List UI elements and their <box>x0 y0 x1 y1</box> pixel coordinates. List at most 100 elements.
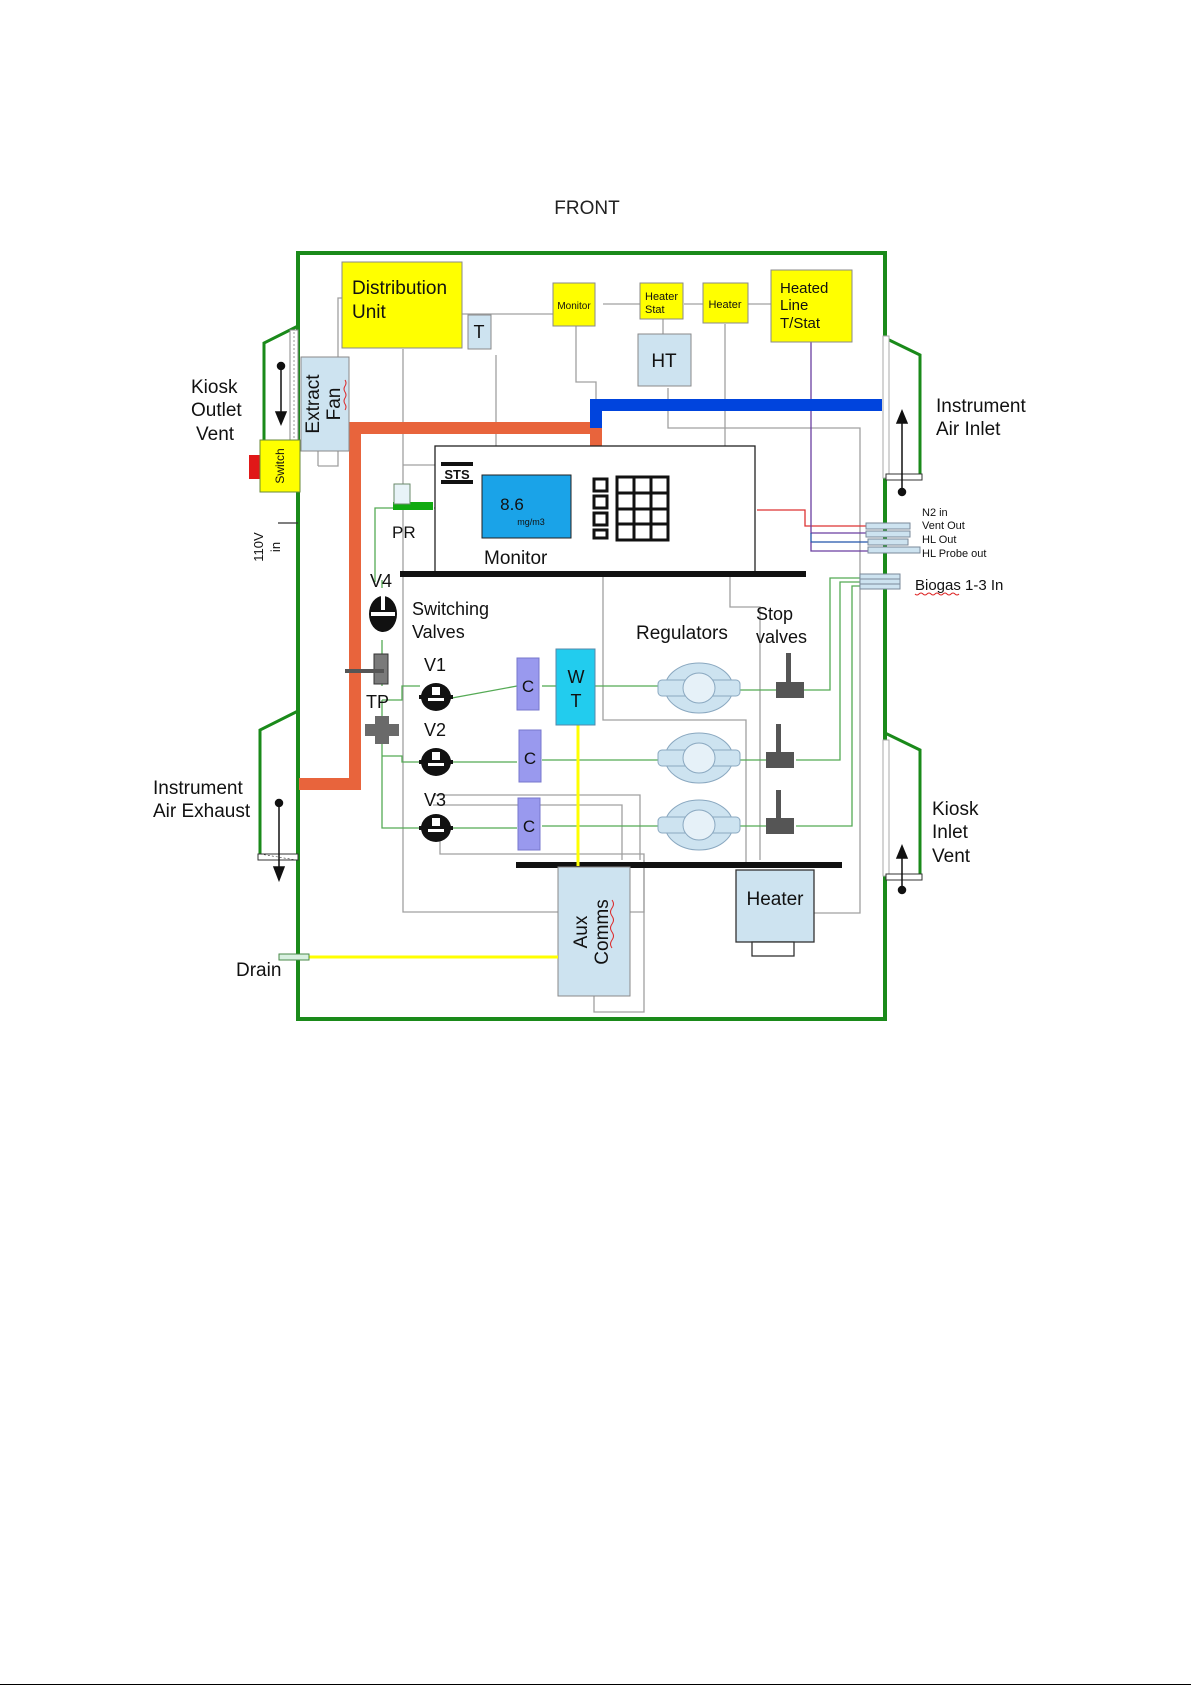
svg-text:Kiosk: Kiosk <box>191 377 238 398</box>
regulator-1 <box>657 662 741 714</box>
svg-text:HT: HT <box>651 351 677 372</box>
svg-text:Vent: Vent <box>932 846 971 867</box>
stop-valve-1 <box>776 653 804 698</box>
svg-text:Stop: Stop <box>756 604 793 624</box>
instrument-air-inlet-label: Instrument Air Inlet <box>936 396 1026 440</box>
svg-text:Unit: Unit <box>352 302 387 323</box>
monitor-display <box>481 474 572 539</box>
valve-v4 <box>369 594 397 632</box>
instrument-air-exhaust-label: Instrument Air Exhaust <box>153 778 251 822</box>
monitor-unit: mg/m3 <box>517 517 545 527</box>
port-label-vent-out: Vent Out <box>922 520 965 532</box>
svg-text:Monitor: Monitor <box>557 301 591 312</box>
aux-comms-box: Aux Comms <box>557 866 631 997</box>
biogas-in-label: Biogas 1-3 In <box>915 577 1003 594</box>
airflow-arrows <box>272 361 909 895</box>
monitor-relay-box: Monitor <box>552 282 596 327</box>
t-box: T <box>467 314 492 350</box>
svg-text:Comms: Comms <box>592 899 613 964</box>
v2-label: V2 <box>424 720 446 740</box>
valve-v2 <box>419 748 453 776</box>
regulators-label: Regulators <box>636 623 728 644</box>
condenser-2: C <box>518 729 542 783</box>
v4-label: V4 <box>370 571 392 591</box>
svg-text:T: T <box>571 691 582 711</box>
svg-text:Instrument: Instrument <box>153 778 243 799</box>
svg-text:Extract: Extract <box>303 374 324 434</box>
svg-text:STS: STS <box>444 467 470 482</box>
svg-text:Line: Line <box>780 297 808 314</box>
svg-text:C: C <box>524 749 536 768</box>
svg-text:Switch: Switch <box>273 448 287 483</box>
tp-label: TP <box>366 692 389 712</box>
instrument-air-pipe-red <box>299 422 602 790</box>
svg-text:PR: PR <box>392 523 416 542</box>
power-in-label: 110V in <box>251 532 283 562</box>
svg-text:Air Exhaust: Air Exhaust <box>153 801 251 822</box>
kiosk-inlet-vent-label: Kiosk Inlet Vent <box>932 799 979 867</box>
v1-label: V1 <box>424 655 446 675</box>
svg-text:Stat: Stat <box>645 304 665 316</box>
svg-text:Heater: Heater <box>645 291 678 303</box>
heater-stat-box: Heater Stat <box>639 282 684 320</box>
tp-tee <box>365 716 399 744</box>
valve-v1 <box>419 683 453 711</box>
test-point-connector <box>345 653 389 685</box>
condenser-3: C <box>517 797 541 851</box>
svg-text:110V: 110V <box>251 532 266 562</box>
condenser-1: C <box>516 657 540 711</box>
port-label-n2-in: N2 in <box>922 507 948 519</box>
sts-logo: STS <box>441 462 473 484</box>
drain-fitting <box>278 953 310 961</box>
ht-box: HT <box>637 333 692 387</box>
port-connectors <box>859 522 921 590</box>
svg-text:Distribution: Distribution <box>352 278 447 299</box>
port-lines <box>757 340 868 552</box>
stop-valve-3 <box>766 790 794 834</box>
switch-box: Switch <box>259 439 301 493</box>
instrument-air-exhaust-hood <box>257 709 299 861</box>
pressure-relief-pr: PR <box>392 483 433 542</box>
stop-valves-label: Stop valves <box>756 604 807 647</box>
svg-text:Switching: Switching <box>412 599 489 619</box>
svg-text:Heated: Heated <box>780 280 828 297</box>
svg-text:valves: valves <box>756 627 807 647</box>
monitor-keypad <box>592 475 670 542</box>
svg-text:T: T <box>474 322 485 342</box>
regulator-3 <box>657 799 741 851</box>
svg-text:Aux: Aux <box>571 915 592 948</box>
monitor-reading: 8.6 <box>500 495 524 514</box>
regulator-2 <box>657 732 741 784</box>
svg-text:Inlet: Inlet <box>932 822 969 843</box>
kiosk-outlet-vent-label: Kiosk Outlet Vent <box>191 377 242 445</box>
drain-label: Drain <box>236 960 281 981</box>
heated-line-tstat-box: Heated Line T/Stat <box>770 269 853 343</box>
switching-valves-label: Switching Valves <box>412 599 489 642</box>
port-label-hl-probe-out: HL Probe out <box>922 548 986 560</box>
svg-text:W: W <box>568 667 585 687</box>
svg-text:Air Inlet: Air Inlet <box>936 419 1001 440</box>
biogas-spell-underline <box>914 592 960 596</box>
fan-spell-underline <box>343 379 347 411</box>
enclosure <box>296 251 887 1021</box>
extract-fan-box: Extract Fan <box>300 356 350 452</box>
port-label-hl-out: HL Out <box>922 534 956 546</box>
svg-text:T/Stat: T/Stat <box>780 315 821 332</box>
svg-text:C: C <box>522 677 534 696</box>
svg-text:Fan: Fan <box>324 388 345 421</box>
monitor-panel: STS 8.6 mg/m3 Monitor <box>434 445 756 573</box>
monitor-label: Monitor <box>484 548 548 569</box>
valve-v3 <box>419 814 453 842</box>
heater-box: Heater <box>735 869 815 957</box>
svg-text:Heater: Heater <box>746 889 804 910</box>
svg-text:Outlet: Outlet <box>191 400 242 421</box>
svg-text:Kiosk: Kiosk <box>932 799 979 820</box>
v3-label: V3 <box>424 790 446 810</box>
water-trap-wt: W T <box>555 648 596 726</box>
heater-relay-box: Heater <box>702 282 749 324</box>
port-labels: N2 in Vent Out HL Out HL Probe out <box>922 507 986 560</box>
switch-indicator <box>249 455 261 479</box>
distribution-unit-box: Distribution Unit <box>341 261 463 349</box>
svg-text:Instrument: Instrument <box>936 396 1026 417</box>
diagram-title: FRONT <box>554 198 620 219</box>
